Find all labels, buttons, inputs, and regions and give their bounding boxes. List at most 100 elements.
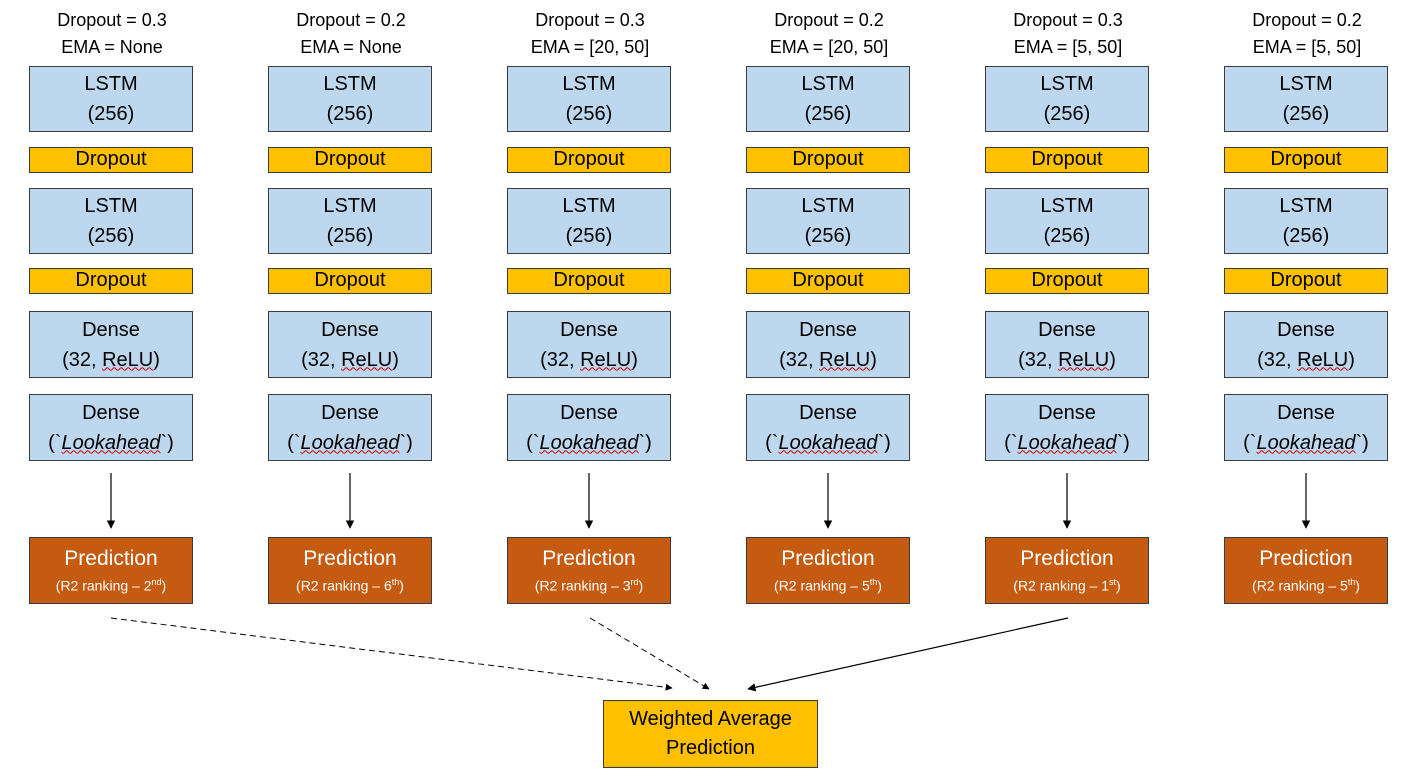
lookahead-name: Lookahead	[1256, 431, 1356, 454]
activation-name: ReLU	[102, 348, 154, 371]
rank-number: 6	[383, 577, 392, 594]
lstm-layer-1: LSTM(256)	[29, 66, 193, 132]
ema-setting: EMA = [5, 50]	[1252, 37, 1362, 57]
dense-output-layer: Dense(`Lookahead`)	[507, 394, 671, 461]
lookahead-name: Lookahead	[1017, 431, 1117, 454]
layer-units: (256)	[326, 225, 374, 247]
layer-name: LSTM	[323, 73, 377, 95]
rank-suffix: th	[1347, 576, 1356, 587]
dense-output-layer: Dense(`Lookahead`)	[746, 394, 910, 461]
ema-setting: EMA = [5, 50]	[1013, 37, 1123, 57]
layer-name: Dense	[1038, 401, 1096, 424]
r2-ranking: (R2 ranking – 3rd)	[534, 576, 644, 594]
lstm-layer-1: LSTM(256)	[1224, 66, 1388, 132]
dense-hidden-layer: Dense(32, ReLU)	[746, 311, 910, 378]
layer-name: Dense	[321, 401, 379, 424]
layer-name: LSTM	[323, 195, 377, 217]
prediction-box: Prediction (R2 ranking – 6th)	[268, 537, 432, 604]
layer-params: (32, ReLU)	[779, 348, 877, 371]
dropout-layer-2: Dropout	[746, 268, 910, 294]
prediction-title: Prediction	[64, 546, 158, 570]
layer-name: LSTM	[84, 73, 138, 95]
dropout-layer-1: Dropout	[746, 147, 910, 173]
lstm-layer-2: LSTM (256)	[985, 188, 1149, 254]
r2-ranking: (R2 ranking – 1st)	[1013, 576, 1121, 594]
ema-setting: EMA = None	[300, 37, 402, 57]
dense-output-layer: Dense(`Lookahead`)	[1224, 394, 1388, 461]
layer-name: LSTM	[562, 73, 616, 95]
weight-arrow-5	[747, 617, 1069, 692]
dropout-layer-2: Dropout	[29, 268, 193, 294]
prediction-box: Prediction(R2 ranking – 3rd)	[507, 537, 671, 604]
prediction-title: Prediction	[303, 546, 397, 570]
rank-suffix: st	[1109, 576, 1117, 587]
dropout-setting: Dropout = 0.3	[535, 10, 645, 30]
lstm-layer-2: LSTM(256)	[1224, 188, 1388, 254]
prediction-box: Prediction (R2 ranking – 1st)	[985, 537, 1149, 604]
layer-params: (32, ReLU)	[1018, 348, 1116, 371]
r2-ranking: (R2 ranking – 5th)	[1252, 576, 1360, 594]
dropout-layer-2: Dropout	[1224, 268, 1388, 294]
dense-hidden-layer: Dense(32, ReLU)	[268, 311, 432, 378]
activation-name: ReLU	[819, 348, 871, 371]
weight-arrow-1	[110, 617, 673, 691]
layer-name: LSTM	[84, 195, 138, 217]
weight-arrow-3	[589, 617, 710, 690]
layer-units: (256)	[1043, 225, 1091, 247]
dropout-layer-1: Dropout	[268, 147, 432, 173]
activation-name: ReLU	[580, 348, 632, 371]
rank-number: 3	[622, 577, 631, 594]
prediction-title: Prediction	[1020, 546, 1114, 570]
layer-name: Dense	[560, 318, 618, 341]
layer-name: Dense	[1277, 401, 1335, 424]
lstm-layer-2: LSTM (256)	[507, 188, 671, 254]
layer-name: LSTM	[1279, 73, 1333, 95]
rank-suffix: rd	[630, 576, 639, 587]
weighted-average-box: Weighted Average Prediction	[603, 700, 818, 768]
dense-output-layer: Dense(`Lookahead`)	[268, 394, 432, 461]
layer-units: (256)	[326, 103, 374, 125]
layer-units: (256)	[565, 225, 613, 247]
layer-name: LSTM	[562, 195, 616, 217]
dropout-layer-1: Dropout	[1224, 147, 1388, 173]
layer-name: Dense	[82, 318, 140, 341]
dropout-setting: Dropout = 0.2	[774, 10, 884, 30]
prediction-title: Prediction	[1259, 546, 1353, 570]
layer-units: (256)	[1043, 103, 1091, 125]
dropout-layer-1: Dropout	[507, 147, 671, 173]
layer-params: (32, ReLU)	[540, 348, 638, 371]
layer-name: LSTM	[1040, 195, 1094, 217]
dense-hidden-layer: Dense (32, ReLU)	[29, 311, 193, 378]
prediction-box: Prediction(R2 ranking – 5th)	[746, 537, 910, 604]
layer-params: (`Lookahead`)	[765, 431, 891, 454]
dense-output-layer: Dense(`Lookahead`)	[29, 394, 193, 461]
layer-params: (32, ReLU)	[1257, 348, 1355, 371]
dropout-setting: Dropout = 0.2	[1252, 10, 1362, 30]
rank-suffix: th	[869, 576, 878, 587]
layer-name: LSTM	[1279, 195, 1333, 217]
layer-name: Dense	[321, 318, 379, 341]
layer-name: LSTM	[801, 73, 855, 95]
layer-params: (32, ReLU)	[62, 348, 160, 371]
rank-number: 5	[1339, 577, 1348, 594]
lstm-layer-2: LSTM (256)	[268, 188, 432, 254]
prediction-box: Prediction (R2 ranking – 2nd)	[29, 537, 193, 604]
layer-units: (256)	[804, 103, 852, 125]
layer-units: (256)	[87, 225, 135, 247]
r2-ranking: (R2 ranking – 6th)	[296, 576, 404, 594]
r2-ranking: (R2 ranking – 2nd)	[55, 576, 167, 594]
layer-params: (`Lookahead`)	[1004, 431, 1130, 454]
layer-units: (256)	[804, 225, 852, 247]
layer-params: (`Lookahead`)	[526, 431, 652, 454]
dropout-layer-2: Dropout	[268, 268, 432, 294]
lstm-layer-1: LSTM(256)	[985, 66, 1149, 132]
dropout-layer-2: Dropout	[985, 268, 1149, 294]
